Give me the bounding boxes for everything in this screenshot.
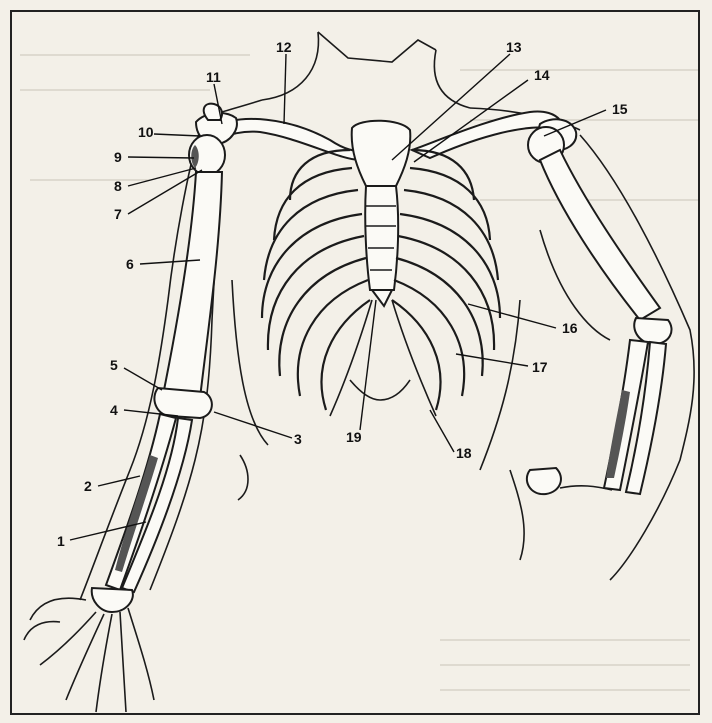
diagram-frame [10, 10, 700, 715]
